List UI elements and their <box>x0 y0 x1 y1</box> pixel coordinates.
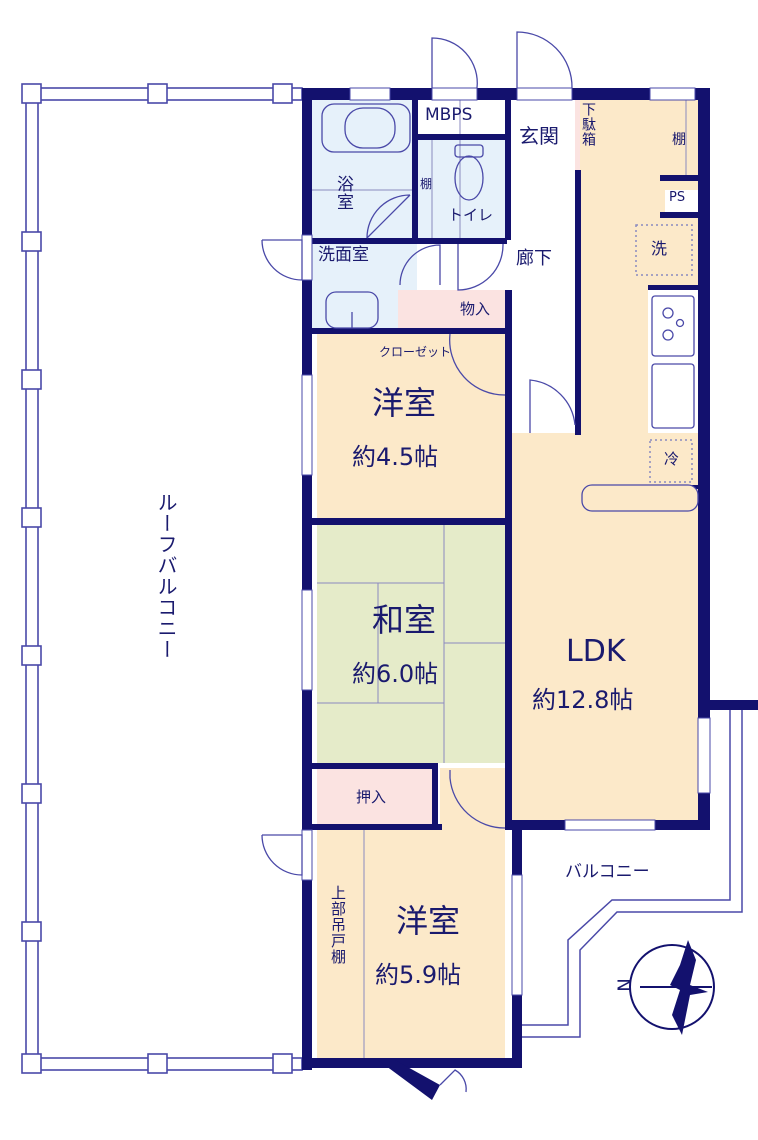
ps-label: PS <box>669 190 686 205</box>
upper-cabinet-label: 上部吊戸棚 <box>329 885 347 965</box>
toilet-label: トイレ <box>448 206 494 224</box>
balcony-label: バルコニー <box>565 862 650 882</box>
shoe-box-label: 下駄箱 <box>580 102 596 147</box>
balcony-railing <box>522 710 743 1038</box>
roof-balcony-label: ルーフバルコニー <box>154 492 178 660</box>
mbps-label: MBPS <box>425 105 473 125</box>
fixtures <box>321 103 699 512</box>
walls <box>302 88 758 1100</box>
fridge-label: 冷 <box>664 450 680 468</box>
ldk-label: LDK <box>566 634 626 669</box>
japanese-room-size: 約6.0帖 <box>352 660 439 688</box>
entrance-label: 玄関 <box>519 124 559 148</box>
hallway-label: 廊下 <box>516 248 552 269</box>
tatami-lines <box>312 100 687 1058</box>
western-room-1-label: 洋室 <box>372 384 437 422</box>
door-swings <box>261 31 576 1093</box>
appliance-spaces <box>635 224 693 483</box>
compass-icon <box>629 940 715 1035</box>
ldk-size: 約12.8帖 <box>532 686 634 714</box>
bath-label: 浴室 <box>333 175 353 211</box>
japanese-room-label: 和室 <box>372 601 437 639</box>
toilet-shelf-label: 棚 <box>420 177 433 191</box>
oshiire-label: 押入 <box>356 788 387 806</box>
western-room-2-size: 約5.9帖 <box>375 961 462 989</box>
closet-label: クローゼット <box>379 345 452 359</box>
washroom-label: 洗面室 <box>318 245 369 265</box>
compass-north-label: N <box>612 978 634 992</box>
room-fills <box>312 100 698 1058</box>
shelf-top-label: 棚 <box>672 132 686 148</box>
western-room-1-size: 約4.5帖 <box>352 443 439 471</box>
windows <box>301 87 711 996</box>
western-room-2-label: 洋室 <box>396 902 461 940</box>
washer-label: 洗 <box>651 239 668 258</box>
storage-label: 物入 <box>460 300 491 318</box>
